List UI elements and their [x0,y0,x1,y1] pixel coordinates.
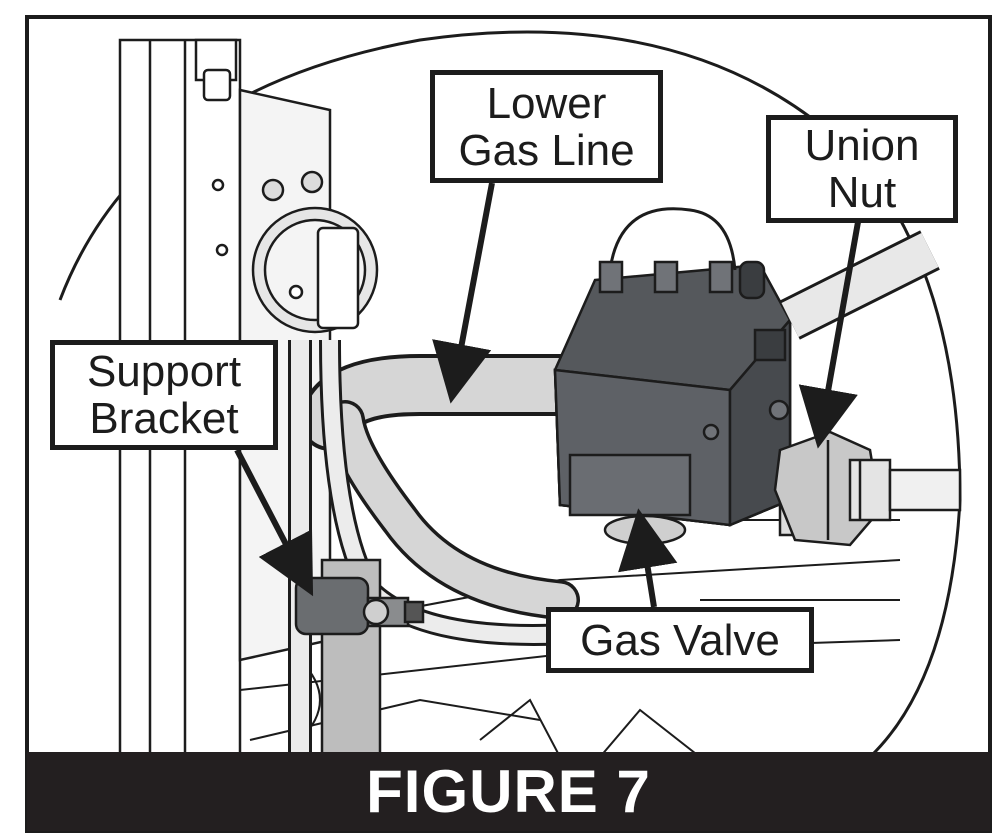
pressure-switch [251,170,379,334]
callout-union-nut-line1: Union [804,121,920,170]
gas-valve-arrow [618,508,678,608]
callout-lower-gas-line-line1: Lower [486,78,607,128]
callout-lower-gas-line-line2: Gas Line [458,125,635,175]
figure-caption: FIGURE 7 [366,758,651,825]
union-nut-assembly [773,430,962,547]
support-bracket-arrow [234,448,314,597]
support-bracket-clamp [294,558,425,757]
callout-support-bracket-line2: Bracket [89,394,239,443]
union-nut-arrow [798,221,861,449]
lower-gas-line-arrow [432,182,495,404]
callout-union-nut-line2: Nut [827,168,897,217]
callout-lower-gas-line: Lower Gas Line [430,70,663,183]
gas-valve-body [553,207,792,546]
callout-union-nut: Union Nut [766,115,958,223]
callout-gas-valve-label: Gas Valve [580,615,780,665]
callout-support-bracket: Support Bracket [50,340,278,450]
callout-support-bracket-line1: Support [86,347,242,396]
figure-caption-banner: FIGURE 7 [27,752,990,831]
callout-gas-valve: Gas Valve [546,607,814,673]
leader-lines [234,182,861,608]
